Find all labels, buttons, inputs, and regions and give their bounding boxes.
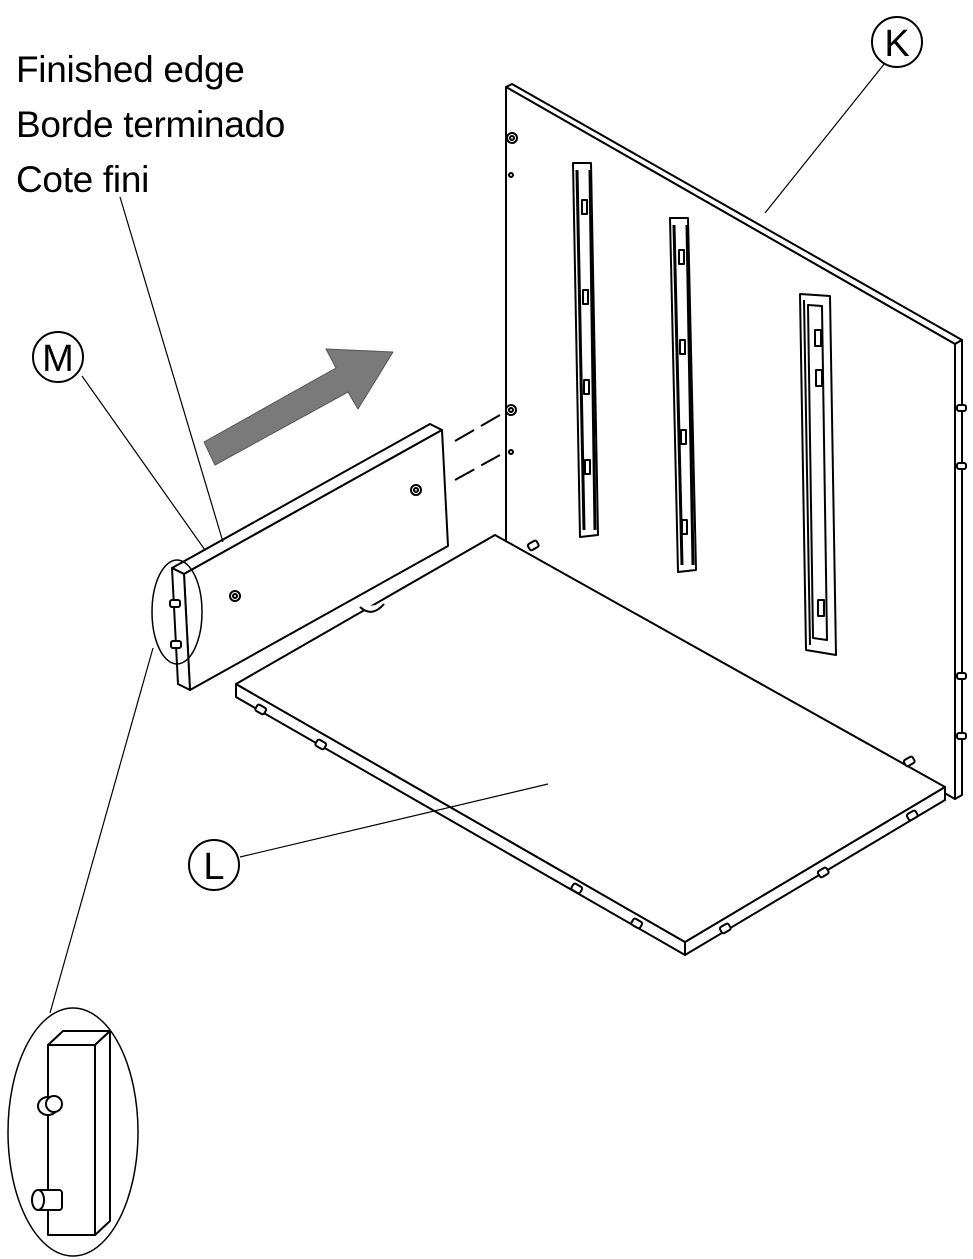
- back-panel-dowels: [956, 404, 967, 740]
- label-m: M: [42, 338, 74, 380]
- rail-m: [169, 423, 449, 691]
- label-l: L: [203, 846, 224, 888]
- caption-french: Cote fini: [16, 159, 150, 200]
- callout-k: K: [871, 16, 923, 68]
- alignment-guides: [454, 414, 501, 481]
- back-panel-k: [505, 83, 967, 800]
- leader-lines: [49, 62, 886, 1014]
- detail-circle-small: [151, 559, 203, 665]
- drawer-slide-1: [572, 162, 599, 538]
- callout-m: M: [32, 331, 84, 383]
- label-k: K: [884, 23, 909, 65]
- bottom-panel-dowels: [254, 539, 919, 935]
- finished-edge-caption: Finished edge Borde terminado Cote fini: [16, 42, 285, 207]
- drawer-slide-2: [669, 217, 697, 573]
- caption-english: Finished edge: [16, 49, 245, 90]
- detail-magnified: [7, 1007, 139, 1257]
- caption-spanish: Borde terminado: [16, 104, 286, 145]
- drawer-slide-3: [799, 293, 837, 656]
- bottom-panel-l: [235, 534, 946, 956]
- callout-l: L: [188, 839, 240, 891]
- direction-arrow: [203, 348, 394, 466]
